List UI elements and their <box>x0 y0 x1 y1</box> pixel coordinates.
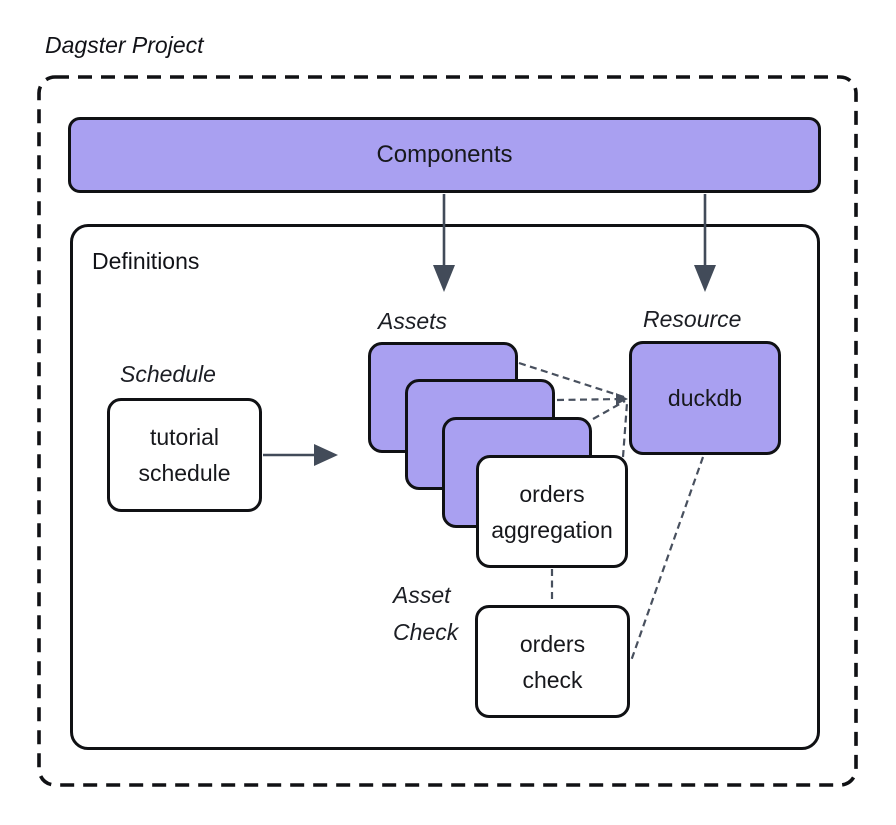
duckdb-resource-node: duckdb <box>629 341 781 455</box>
asset-check-group-label: Asset Check <box>393 582 459 645</box>
orders-check-node: orders check <box>475 605 630 718</box>
definitions-label: Definitions <box>92 248 200 274</box>
diagram-title: Dagster Project <box>45 32 204 58</box>
assets-group-label: Assets <box>378 308 448 334</box>
orders-aggregation-node: orders aggregation <box>476 455 628 568</box>
tutorial-schedule-node: tutorial schedule <box>107 398 262 512</box>
schedule-group-label: Schedule <box>120 361 216 387</box>
components-node: Components <box>68 117 821 193</box>
resource-group-label: Resource <box>643 306 742 332</box>
